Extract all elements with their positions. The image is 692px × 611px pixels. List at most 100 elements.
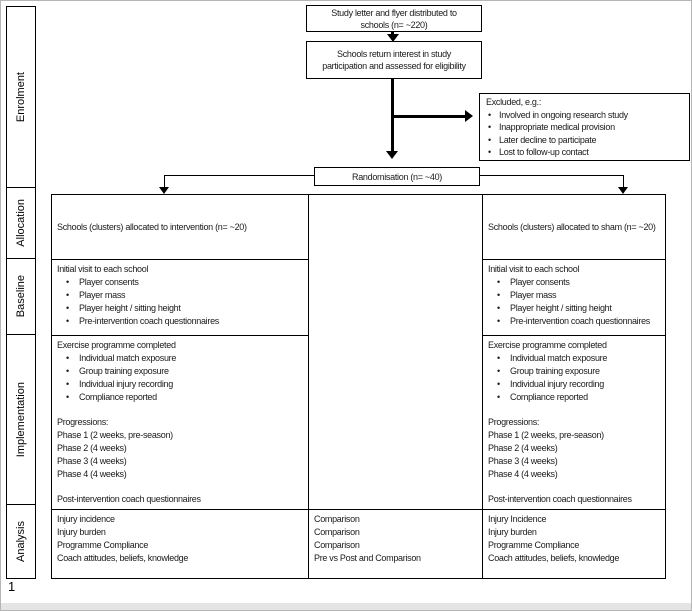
analysis-line: Coach attitudes, beliefs, knowledge	[488, 553, 620, 563]
implementation-item-text: Individual match exposure	[510, 353, 608, 363]
connector-right-horizontal	[480, 175, 623, 176]
implementation-item: Individual match exposure	[57, 352, 303, 365]
connector-right-arrow-head	[618, 187, 628, 194]
analysis-line: Comparison	[314, 514, 360, 524]
analysis-line: Injury Incidence	[488, 514, 547, 524]
implementation-item: Compliance reported	[57, 391, 303, 404]
implementation-item: Compliance reported	[488, 391, 660, 404]
baseline-item: Player height / sitting height	[57, 302, 303, 315]
baseline-item-text: Player consents	[79, 277, 139, 287]
implementation-item-text: Individual match exposure	[79, 353, 177, 363]
bullet-icon	[486, 109, 499, 122]
arrow-to-excluded-head	[465, 110, 473, 122]
baseline-item: Player consents	[488, 276, 660, 289]
arrow-interest-to-randomisation-head	[386, 151, 398, 159]
phase-line: Phase 3 (4 weeks)	[488, 456, 558, 466]
implementation-item: Group training exposure	[57, 365, 303, 378]
bullet-icon	[488, 315, 510, 328]
comparison-analysis-cell: Comparison Comparison Comparison Pre vs …	[309, 510, 482, 578]
baseline-item-text: Pre-intervention coach questionnaires	[79, 316, 219, 326]
baseline-item: Player mass	[488, 289, 660, 302]
analysis-line: Programme Compliance	[57, 540, 149, 550]
arrow-interest-to-randomisation-stem	[391, 79, 394, 151]
implementation-intro: Exercise programme completed	[57, 340, 176, 350]
sham-implementation-cell: Exercise programme completed Individual …	[483, 336, 665, 510]
connector-left-horizontal	[164, 175, 314, 176]
bullet-icon	[488, 289, 510, 302]
phase-line: Phase 3 (4 weeks)	[57, 456, 127, 466]
implementation-item-text: Individual injury recording	[510, 379, 604, 389]
bullet-icon	[486, 146, 499, 159]
analysis-line: Injury burden	[488, 527, 537, 537]
stage-sidebar: Enrolment Allocation Baseline Implementa…	[6, 6, 36, 579]
excluded-item: Later decline to participate	[486, 134, 683, 147]
bullet-icon	[57, 378, 79, 391]
bullet-icon	[488, 302, 510, 315]
implementation-item-text: Compliance reported	[79, 392, 157, 402]
phase-line: Phase 2 (4 weeks)	[488, 443, 558, 453]
post-intervention-note: Post-intervention coach questionnaires	[57, 494, 201, 504]
analysis-line: Coach attitudes, beliefs, knowledge	[57, 553, 189, 563]
stage-label-implementation: Implementation	[15, 381, 27, 458]
excluded-item-text: Inappropriate medical provision	[499, 122, 615, 133]
sham-allocation-cell: Schools (clusters) allocated to sham (n=…	[483, 195, 665, 260]
bullet-icon	[57, 365, 79, 378]
bullet-icon	[57, 302, 79, 315]
stage-cell-baseline: Baseline	[7, 259, 35, 335]
comparison-empty-cell	[309, 195, 482, 510]
excluded-box: Excluded, e.g.: Involved in ongoing rese…	[479, 93, 690, 161]
bullet-icon	[57, 391, 79, 404]
analysis-line: Comparison	[314, 527, 360, 537]
stage-label-baseline: Baseline	[15, 275, 27, 318]
bottom-edge-strip	[1, 603, 691, 610]
blank-line	[57, 481, 303, 493]
bullet-icon	[486, 134, 499, 147]
baseline-item: Player height / sitting height	[488, 302, 660, 315]
baseline-item-text: Player mass	[510, 290, 557, 300]
bullet-icon	[486, 121, 499, 134]
excluded-item: Involved in ongoing research study	[486, 109, 683, 122]
implementation-item-text: Group training exposure	[79, 366, 169, 376]
bullet-icon	[57, 289, 79, 302]
baseline-item: Player mass	[57, 289, 303, 302]
analysis-line: Injury burden	[57, 527, 106, 537]
excluded-title: Excluded, e.g.:	[486, 97, 542, 107]
analysis-line: Programme Compliance	[488, 540, 580, 550]
connector-right-vertical	[623, 175, 624, 188]
baseline-intro: Initial visit to each school	[57, 264, 149, 274]
phase-line: Phase 1 (2 weeks, pre-season)	[488, 430, 604, 440]
page-number: 1	[8, 579, 16, 594]
stage-cell-implementation: Implementation	[7, 335, 35, 505]
excluded-item: Inappropriate medical provision	[486, 121, 683, 134]
bullet-icon	[488, 276, 510, 289]
blank-line	[57, 404, 303, 416]
sham-baseline-cell: Initial visit to each school Player cons…	[483, 260, 665, 336]
implementation-item: Individual injury recording	[57, 378, 303, 391]
bullet-icon	[488, 391, 510, 404]
sham-allocation-text: Schools (clusters) allocated to sham (n=…	[488, 221, 656, 232]
connector-left-arrow-head	[159, 187, 169, 194]
randomisation-box-text: Randomisation (n= ~40)	[352, 171, 442, 182]
intervention-column: Schools (clusters) allocated to interven…	[51, 194, 309, 579]
baseline-item-text: Player consents	[510, 277, 570, 287]
intervention-allocation-cell: Schools (clusters) allocated to interven…	[52, 195, 308, 260]
phase-line: Phase 4 (4 weeks)	[488, 469, 558, 479]
implementation-item: Individual match exposure	[488, 352, 660, 365]
comparison-column: Comparison Comparison Comparison Pre vs …	[308, 194, 483, 579]
phase-line: Phase 1 (2 weeks, pre-season)	[57, 430, 173, 440]
implementation-item-text: Individual injury recording	[79, 379, 173, 389]
implementation-item-text: Group training exposure	[510, 366, 600, 376]
phase-line: Phase 4 (4 weeks)	[57, 469, 127, 479]
progressions-title: Progressions:	[488, 417, 540, 427]
bullet-icon	[488, 365, 510, 378]
baseline-item-text: Pre-intervention coach questionnaires	[510, 316, 650, 326]
sham-analysis-cell: Injury Incidence Injury burden Programme…	[483, 510, 665, 578]
excluded-item: Lost to follow-up contact	[486, 146, 683, 159]
blank-line	[488, 481, 660, 493]
stage-cell-allocation: Allocation	[7, 188, 35, 259]
bullet-icon	[57, 352, 79, 365]
baseline-item-text: Player height / sitting height	[79, 303, 181, 313]
implementation-item: Group training exposure	[488, 365, 660, 378]
excluded-item-text: Involved in ongoing research study	[499, 109, 628, 120]
intervention-analysis-cell: Injury incidence Injury burden Programme…	[52, 510, 308, 578]
